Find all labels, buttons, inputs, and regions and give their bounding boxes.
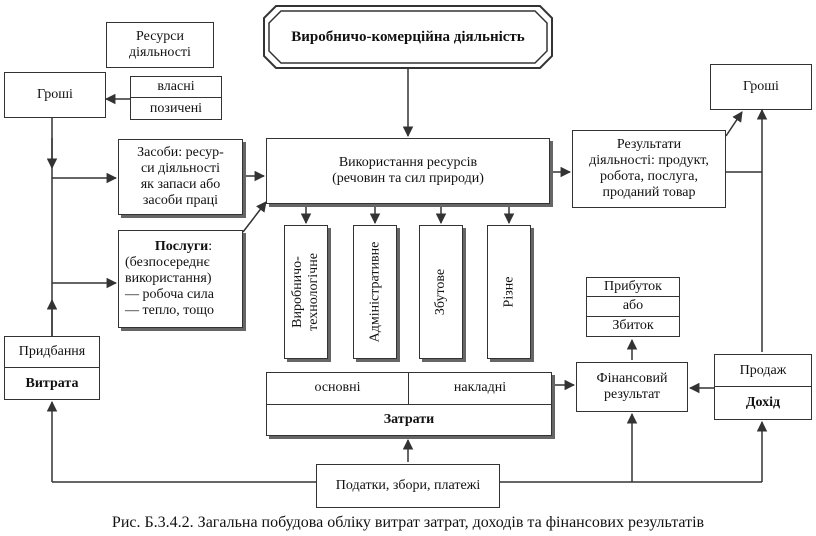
results-line-2: діяльності: продукт, (589, 153, 709, 168)
resources-box: Ресурси діяльності (106, 22, 214, 68)
money-right-label: Гроші (743, 79, 779, 94)
financial-result-line-2: результат (603, 387, 661, 402)
results-line-1: Результати (616, 137, 682, 152)
category-production: Виробничо- технологічне (284, 225, 328, 359)
sale-label: Продаж (715, 355, 811, 387)
services-line-3: — робоча сила (125, 287, 214, 302)
purchase-expense-box: Придбання Витрата (4, 336, 100, 400)
means-line-3: як запаси або (140, 177, 221, 192)
means-line-4: засоби праці (142, 193, 219, 208)
own-label: власні (131, 77, 221, 98)
profit-loss-box: Прибуток або Збиток (586, 277, 680, 337)
category-other: Різне (487, 225, 531, 359)
purchase-label: Придбання (5, 337, 99, 368)
sources-box: власні позичені (130, 76, 222, 120)
usage-box: Використання ресурсів (речовин та сил пр… (266, 138, 550, 204)
usage-line-1: Використання ресурсів (338, 155, 478, 170)
category-production-line-2: технологічне (306, 253, 322, 331)
figure-caption: Рис. Б.3.4.2. Загальна побудова обліку в… (111, 514, 705, 531)
services-line-2: використання) (125, 271, 212, 286)
costs-label: Затрати (383, 411, 435, 427)
results-line-3: робота, послуга, (600, 169, 698, 184)
results-box: Результати діяльності: продукт, робота, … (572, 130, 726, 208)
category-administrative-label: Адміністративне (367, 241, 382, 343)
category-other-label: Різне (500, 276, 516, 308)
services-title-row: Послуги: (154, 239, 213, 254)
category-sales: Збутове (419, 225, 463, 359)
loss-label: Збиток (612, 318, 654, 334)
money-right-box: Гроші (710, 64, 812, 110)
means-box: Засоби: ресур- си діяльності як запаси а… (118, 139, 243, 215)
results-line-4: проданий товар (602, 185, 696, 200)
money-left-box: Гроші (4, 72, 106, 118)
overhead-costs-label: накладні (453, 380, 507, 396)
means-line-1: Засоби: ресур- (137, 145, 224, 160)
means-line-2: си діяльності (140, 161, 221, 176)
costs-box: основні накладні Затрати (266, 372, 552, 436)
arrow-results-to-money (725, 111, 743, 137)
services-box: Послуги: (безпосереднє використання) — р… (118, 230, 243, 328)
category-production-line-1: Виробничо- (290, 256, 306, 328)
diagram-title: Виробничо-комерційна діяльність (291, 28, 525, 45)
category-sales-label: Збутове (433, 268, 448, 316)
taxes-box: Податки, збори, платежі (316, 464, 500, 508)
financial-result-box: Фінансовий результат (576, 362, 688, 412)
financial-result-line-1: Фінансовий (596, 371, 668, 386)
main-costs-label: основні (267, 373, 409, 404)
usage-line-2: (речовин та сил природи) (332, 171, 484, 186)
resources-label: Ресурси діяльності (129, 29, 191, 60)
income-label: Дохід (745, 395, 781, 410)
services-title: Послуги (154, 239, 209, 254)
services-line-4: — тепло, тощо (125, 303, 215, 318)
title-frame (263, 5, 553, 69)
costs-split-row: основні накладні (267, 373, 551, 405)
services-line-1: (безпосереднє (125, 255, 210, 270)
borrowed-label: позичені (149, 100, 203, 116)
sale-income-box: Продаж Дохід (714, 354, 812, 420)
or-label: або (587, 297, 679, 317)
arrow-services-to-usage (242, 201, 267, 233)
taxes-label: Податки, збори, платежі (335, 478, 481, 493)
expense-label: Витрата (25, 375, 79, 391)
money-left-label: Гроші (37, 87, 73, 102)
profit-label: Прибуток (587, 278, 679, 298)
category-administrative: Адміністративне (353, 225, 397, 359)
